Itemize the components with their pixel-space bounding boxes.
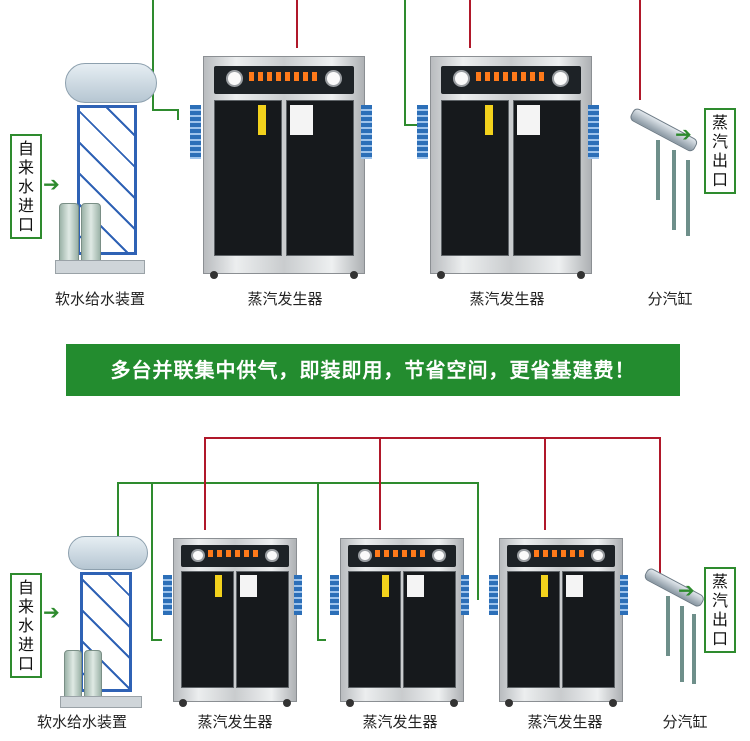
- water-inlet-box: 自来水进口: [10, 134, 42, 239]
- water-inlet-label: 自来水进口: [17, 139, 34, 234]
- steam-pipes-bottom: [204, 437, 661, 575]
- manifold-caption: 分汽缸: [647, 290, 693, 308]
- outlet-arrow-icon: ➔: [675, 122, 692, 146]
- manifold-caption-bottom: 分汽缸: [662, 713, 708, 731]
- inlet-arrow-icon-bottom: ➔: [43, 600, 60, 624]
- softener-caption-bottom: 软水给水装置: [36, 713, 127, 731]
- steam-generator-1: [189, 56, 372, 279]
- generator-caption-2: 蒸汽发生器: [469, 290, 545, 308]
- generator-caption-b2: 蒸汽发生器: [362, 713, 438, 731]
- steam-generator-b3: [489, 538, 629, 707]
- steam-outlet-box-bottom: 蒸汽出口: [704, 567, 736, 653]
- water-softener-unit-bottom: [60, 530, 150, 708]
- steam-pipes-top: [296, 0, 641, 100]
- steam-manifold: [628, 100, 699, 240]
- generator-caption-b3: 蒸汽发生器: [527, 713, 603, 731]
- steam-generator-2: [416, 56, 599, 279]
- inlet-arrow-icon: ➔: [43, 172, 60, 196]
- steam-outlet-label: 蒸汽出口: [711, 113, 728, 189]
- generator-caption-b1: 蒸汽发生器: [197, 713, 273, 731]
- water-softener-unit: [55, 55, 157, 275]
- outlet-arrow-icon-bottom: ➔: [678, 578, 695, 602]
- generator-caption-1: 蒸汽发生器: [247, 290, 323, 308]
- steam-generator-b1: [163, 538, 303, 707]
- steam-outlet-label-bottom: 蒸汽出口: [711, 572, 728, 648]
- feature-banner: 多台并联集中供气，即装即用，节省空间，更省基建费！: [66, 344, 680, 396]
- steam-outlet-box: 蒸汽出口: [704, 108, 736, 194]
- steam-generator-b2: [330, 538, 470, 707]
- water-inlet-label-bottom: 自来水进口: [17, 578, 34, 673]
- water-pipes-bottom: [117, 482, 479, 641]
- water-inlet-box-bottom: 自来水进口: [10, 573, 42, 678]
- softener-caption: 软水给水装置: [54, 290, 145, 308]
- steam-manifold-bottom: [642, 560, 706, 690]
